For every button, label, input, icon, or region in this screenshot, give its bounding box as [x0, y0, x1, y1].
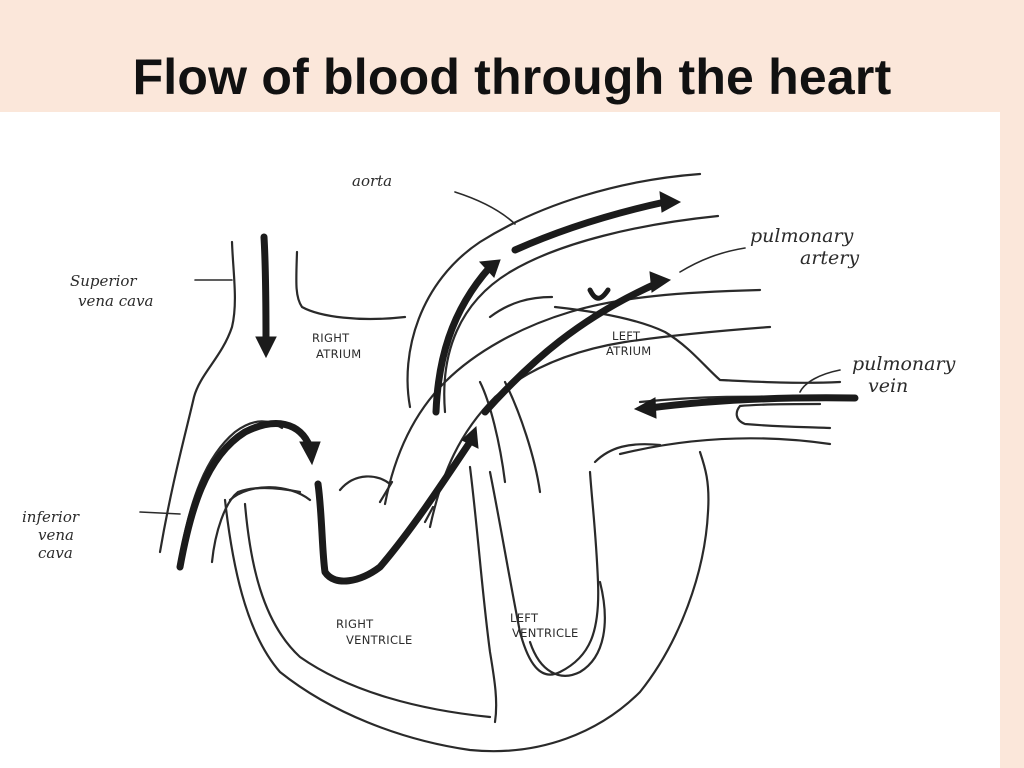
- leader-aorta: [454, 191, 516, 225]
- flow-arrow-pulmonary-artery: [481, 278, 664, 416]
- flow-arrowhead-pulmonary-vein: [633, 397, 657, 419]
- left-atrium-wall: [553, 305, 842, 384]
- label-superior-vena-cava-line-2: vena cava: [78, 292, 153, 310]
- label-inferior-vena-cava-line-2: vena: [38, 526, 74, 544]
- label-right-atrium-line-1: RIGHT: [312, 331, 350, 345]
- label-pulmonary-vein-line-2: vein: [868, 375, 908, 397]
- leader-pulmonary-vein: [799, 369, 841, 393]
- label-superior-vena-cava-line-1: Superior: [70, 272, 137, 290]
- flow-arrowhead-right-ventricle: [461, 425, 479, 449]
- pulmonary-vein-cap: [735, 402, 832, 430]
- pulmonary-trunk-wall-right: [428, 325, 772, 529]
- superior-vena-cava-wall-left: [158, 240, 236, 554]
- slide-title: Flow of blood through the heart: [132, 49, 892, 105]
- flow-arrowhead-pulmonary-artery: [649, 271, 672, 293]
- aorta-inner-branch: [478, 380, 542, 494]
- diagram-labels: aorta pulmonary artery Superior vena cav…: [22, 172, 956, 647]
- label-pulmonary-artery-line-2: artery: [800, 247, 859, 269]
- flow-arrowhead-superior-vena-cava: [255, 336, 277, 359]
- flow-arrowhead-aorta-arch: [659, 191, 682, 213]
- label-aorta: aorta: [352, 172, 392, 190]
- pulmonary-valve-lines: [378, 480, 435, 524]
- label-right-ventricle-line-2: VENTRICLE: [346, 633, 413, 647]
- blood-flow-arrows: [176, 191, 859, 585]
- flow-arrowhead-aorta-rise: [478, 259, 501, 278]
- tricuspid-valve: [228, 475, 392, 502]
- leader-inferior-vena-cava: [139, 511, 181, 515]
- superior-vena-cava-wall-right: [295, 250, 407, 321]
- label-pulmonary-vein-line-1: pulmonary: [852, 353, 956, 375]
- flow-arrow-right-ventricle: [314, 438, 474, 585]
- label-inferior-vena-cava-line-1: inferior: [22, 508, 80, 526]
- inner-right-ventricle-wall: [243, 502, 492, 719]
- label-pulmonary-artery-line-1: pulmonary: [750, 225, 854, 247]
- pulmonary-trunk-wall-left: [383, 288, 762, 506]
- label-right-ventricle-line-1: RIGHT: [336, 617, 374, 631]
- outer-heart-wall: [223, 450, 710, 753]
- flow-arrow-inferior-vena-cava: [176, 420, 314, 571]
- aorta-wall-inner: [443, 214, 720, 414]
- heart-diagram-panel: aorta pulmonary artery Superior vena cav…: [0, 112, 1000, 768]
- septum-right: [488, 470, 600, 676]
- label-left-ventricle-line-2: VENTRICLE: [512, 626, 579, 640]
- label-left-atrium-line-1: LEFT: [612, 329, 641, 343]
- label-left-ventricle-line-1: LEFT: [510, 611, 539, 625]
- flow-arrow-pulmonary-vein: [646, 394, 859, 412]
- label-right-atrium-line-2: ATRIUM: [316, 347, 362, 361]
- flow-arrow-aorta-arch: [511, 198, 669, 254]
- heart-diagram: aorta pulmonary artery Superior vena cav…: [22, 172, 956, 753]
- aorta-wall-outer: [406, 172, 702, 409]
- flow-arrowhead-inferior-vena-cava: [299, 441, 321, 466]
- heart-outline: [158, 172, 842, 753]
- left-ventricle-inner-wall: [528, 580, 606, 677]
- label-left-atrium-line-2: ATRIUM: [606, 344, 652, 358]
- flow-arrow-superior-vena-cava: [260, 233, 270, 346]
- flow-arrow-aorta-rise: [432, 263, 494, 416]
- pulmonary-vein-lower: [618, 437, 832, 456]
- label-leaders: [139, 191, 841, 515]
- flow-arrow-left-atrium-branch: [587, 287, 611, 301]
- label-inferior-vena-cava-line-3: cava: [38, 544, 73, 562]
- septum-left: [468, 465, 498, 724]
- left-atrium-valve: [488, 295, 662, 464]
- leader-pulmonary-artery: [679, 247, 746, 273]
